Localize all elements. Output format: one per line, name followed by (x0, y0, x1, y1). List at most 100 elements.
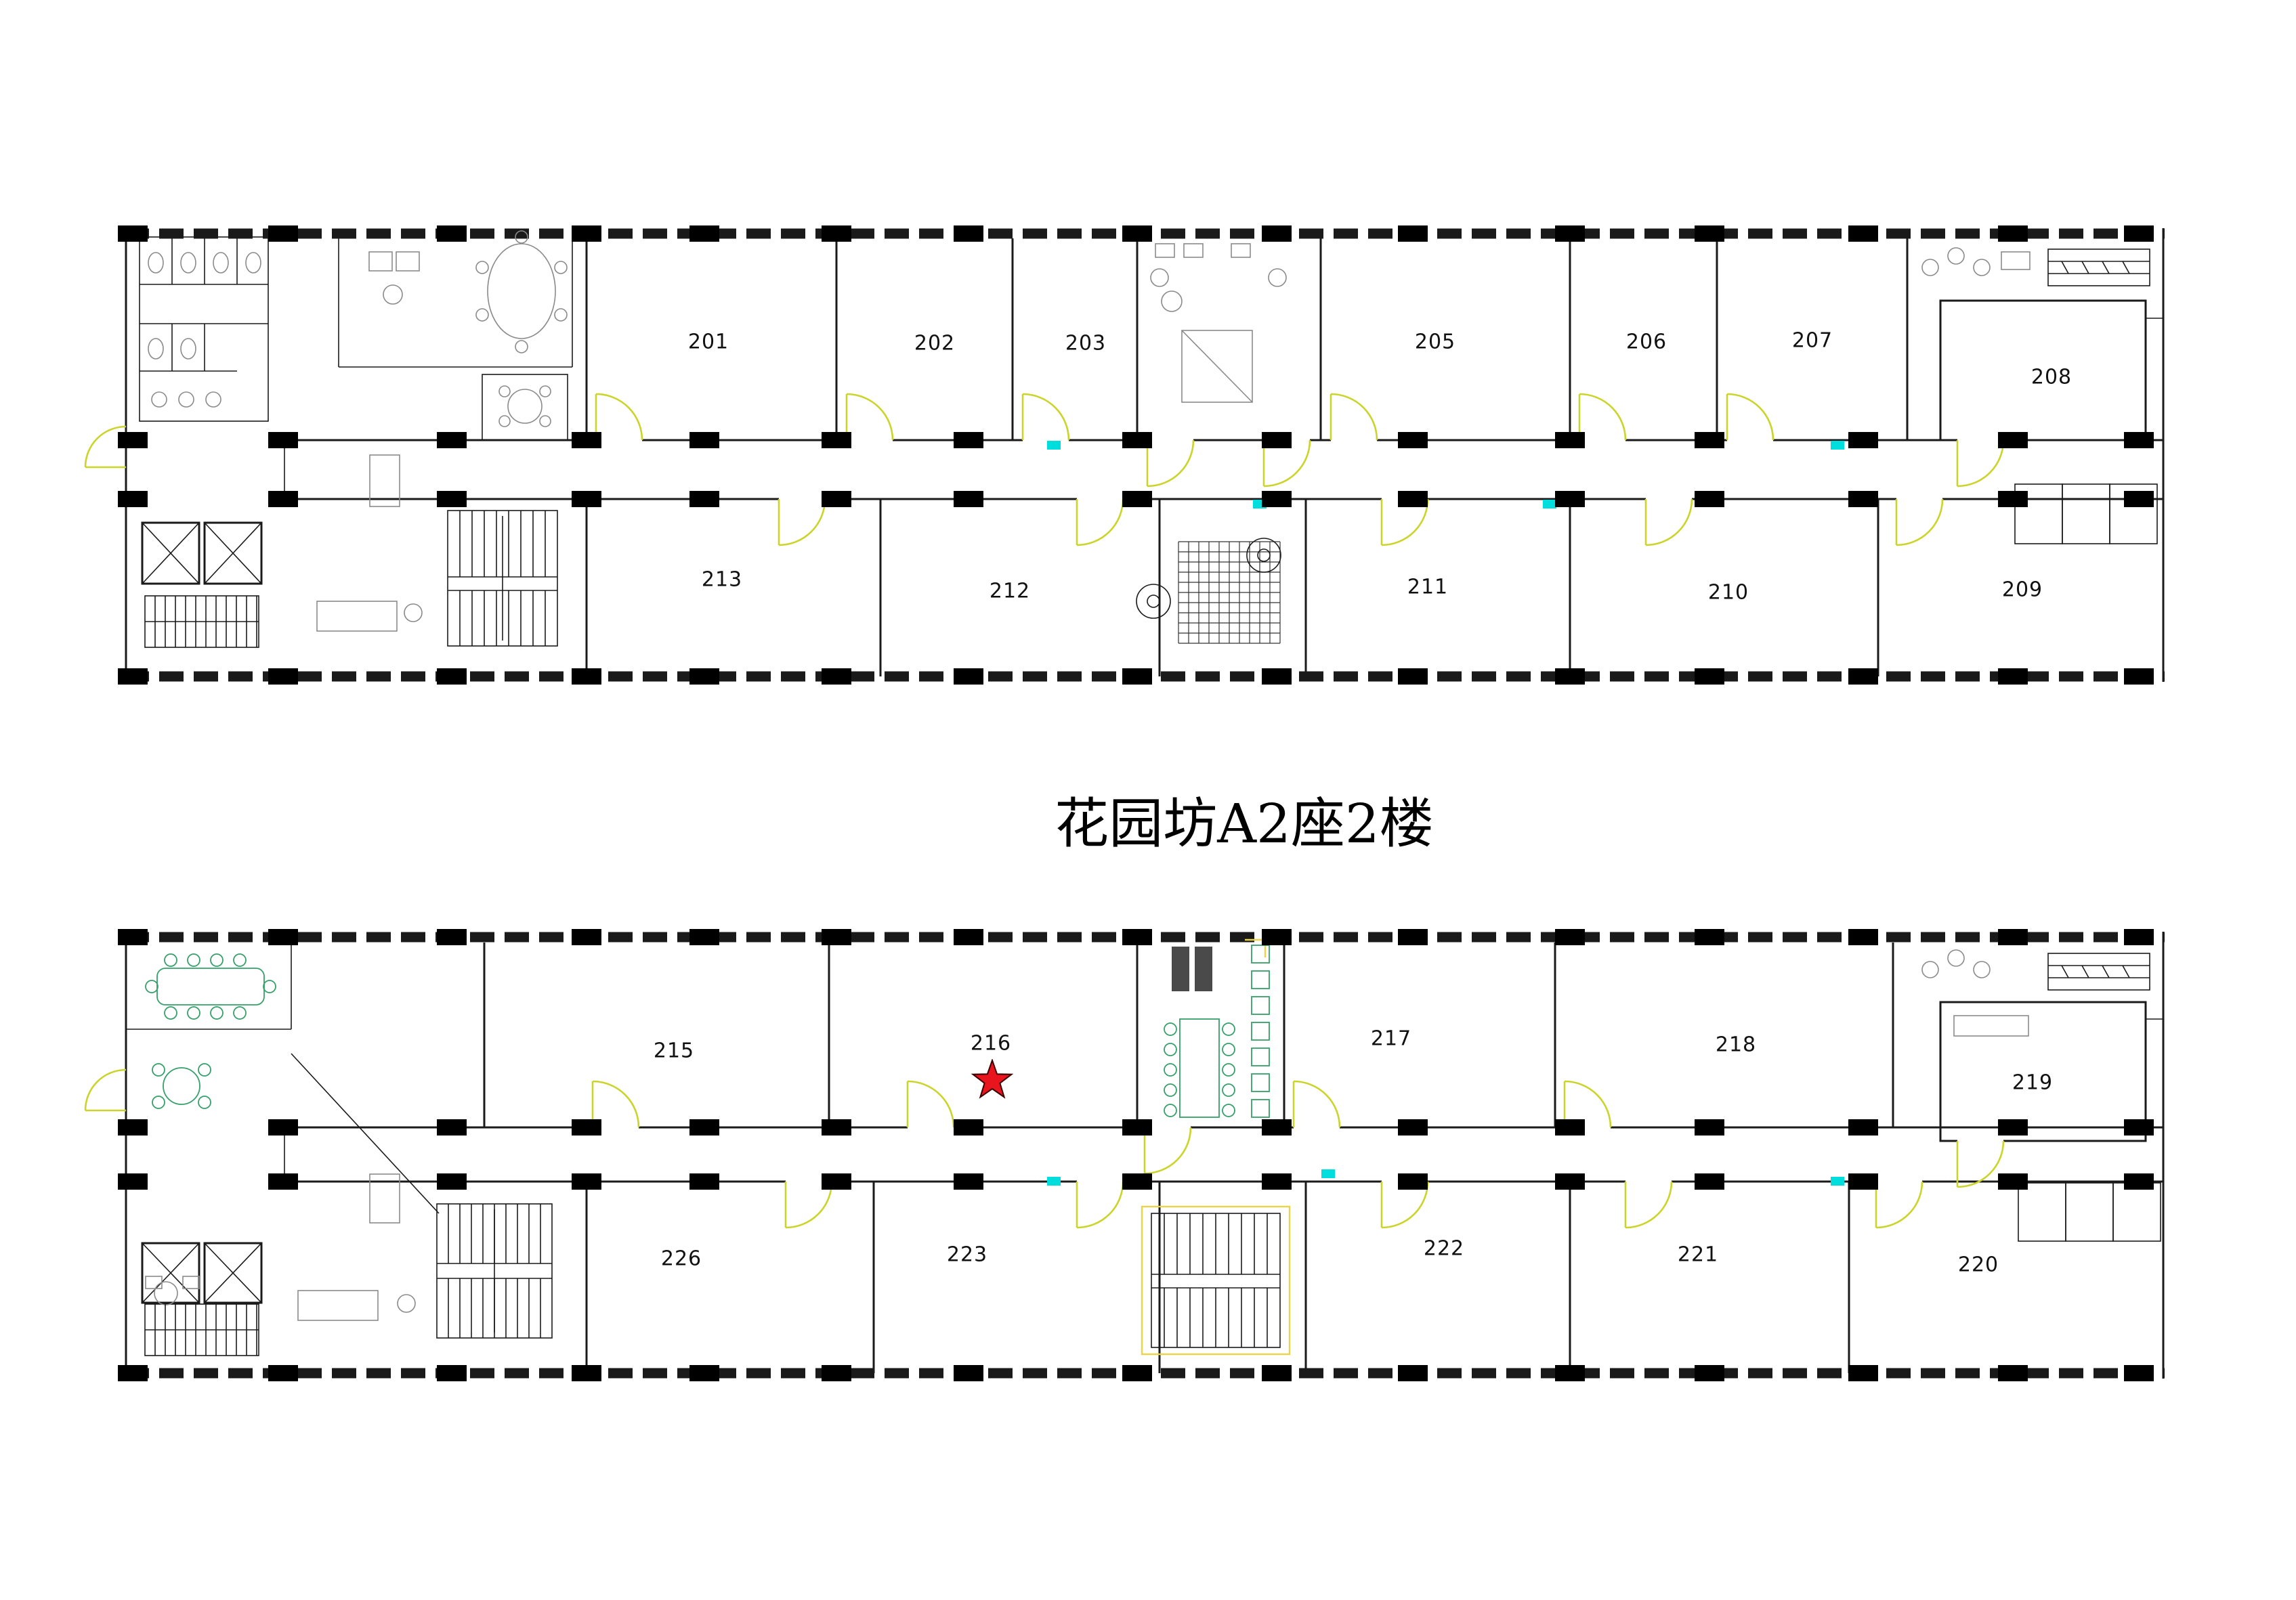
column (2124, 491, 2154, 507)
fire-stair (144, 595, 259, 648)
column (954, 929, 983, 945)
column (1695, 432, 1724, 448)
door-arc (1957, 1140, 2005, 1188)
column (572, 1365, 601, 1381)
room-label-210: 210 (1707, 580, 1749, 605)
column (572, 491, 601, 507)
column (268, 491, 298, 507)
lounge-chairs (1921, 247, 2031, 276)
column (1262, 668, 1292, 685)
lounge-area (152, 1063, 211, 1109)
door-arc (1875, 1181, 1923, 1229)
column (1555, 668, 1585, 685)
column (1998, 1119, 2028, 1136)
door-arc (1147, 439, 1195, 488)
column (954, 1173, 983, 1190)
floor-title: 花园坊A2座2楼 (1055, 792, 1434, 855)
door-arc (1579, 393, 1627, 441)
door-mark (1543, 500, 1556, 509)
column (1555, 1365, 1585, 1381)
column (1122, 225, 1152, 242)
column (1555, 491, 1585, 507)
room-label-212: 212 (989, 579, 1031, 603)
column (572, 1173, 601, 1190)
room-label-223: 223 (946, 1242, 988, 1267)
column (268, 432, 298, 448)
column (437, 225, 467, 242)
column (1122, 668, 1152, 685)
main-staircase (447, 510, 558, 647)
column (954, 1119, 983, 1136)
column (1555, 432, 1585, 448)
room-label-219: 219 (2012, 1071, 2054, 1095)
door-arc (1330, 393, 1378, 441)
column (954, 491, 983, 507)
door-arc (1381, 498, 1429, 546)
column (1398, 432, 1428, 448)
exhaust-fan-icon (1136, 538, 1281, 619)
room-label-203: 203 (1065, 331, 1107, 355)
column (1122, 1119, 1152, 1136)
escalator-icon-2 (2047, 953, 2150, 991)
column (2124, 1173, 2154, 1190)
lobby-seating-2 (145, 1276, 416, 1321)
fire-stair-2 (144, 1303, 259, 1356)
door-mark (1047, 1177, 1061, 1186)
door-arc (1076, 498, 1124, 546)
door-arc (1144, 1127, 1192, 1175)
lounge-chairs-2 (1921, 949, 2029, 1037)
door-mark (1321, 1169, 1335, 1178)
lobby-seating (316, 601, 423, 632)
column (437, 432, 467, 448)
room-label-207: 207 (1791, 328, 1833, 353)
room-label-205: 205 (1414, 330, 1456, 354)
door-arc (1381, 1181, 1429, 1229)
column (1695, 668, 1724, 685)
column (572, 225, 601, 242)
room-label-209: 209 (2001, 578, 2043, 602)
column (822, 668, 851, 685)
room-label-216: 216 (970, 1031, 1012, 1056)
column (1262, 929, 1292, 945)
column (2124, 432, 2154, 448)
column (268, 668, 298, 685)
column (954, 225, 983, 242)
column (689, 1365, 719, 1381)
column (268, 1173, 298, 1190)
column (118, 1119, 148, 1136)
column (572, 1119, 601, 1136)
column (1848, 929, 1878, 945)
column (1848, 491, 1878, 507)
door-arc (1076, 1181, 1124, 1229)
room-label-217: 217 (1370, 1026, 1412, 1051)
column (1262, 1365, 1292, 1381)
column (1848, 1119, 1878, 1136)
column (1695, 491, 1724, 507)
column (1695, 1119, 1724, 1136)
column (1848, 225, 1878, 242)
central-lobby-furniture (1150, 243, 1287, 403)
door-arc (1564, 1080, 1612, 1128)
column (118, 225, 148, 242)
room-label-213: 213 (701, 567, 743, 592)
room-label-215: 215 (653, 1039, 695, 1063)
column (1998, 1365, 2028, 1381)
column (118, 668, 148, 685)
column (822, 929, 851, 945)
column (1262, 432, 1292, 448)
tea-room (482, 374, 568, 441)
room-219-wall (1939, 1001, 2147, 1142)
column (1122, 432, 1152, 448)
column (822, 491, 851, 507)
column (118, 929, 148, 945)
door-arc (1645, 498, 1693, 546)
column (822, 1119, 851, 1136)
meeting-room (126, 937, 292, 1030)
reception-desk-2 (369, 1173, 400, 1224)
column (437, 668, 467, 685)
column (1998, 491, 2028, 507)
column (1555, 1119, 1585, 1136)
column (822, 432, 851, 448)
column (689, 929, 719, 945)
column (2124, 1365, 2154, 1381)
